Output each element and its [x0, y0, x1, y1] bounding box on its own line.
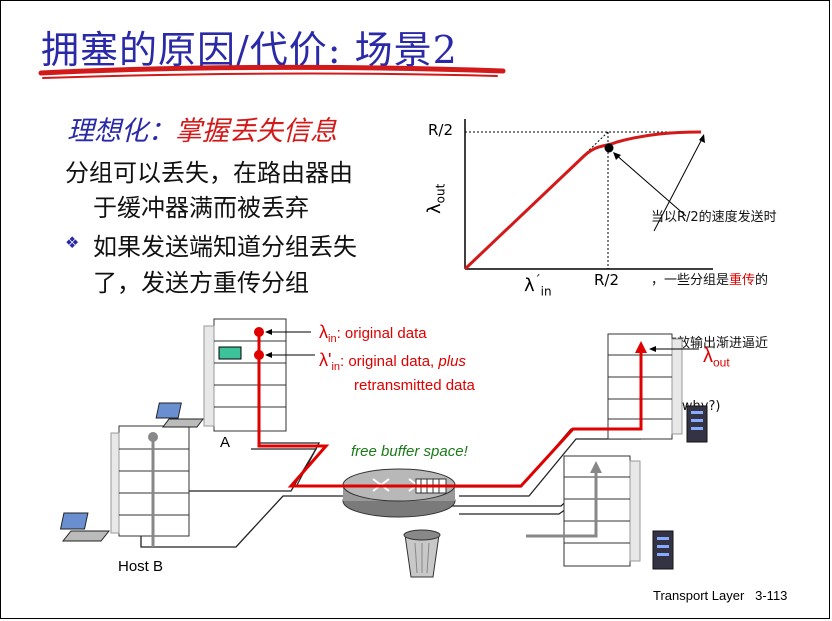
graph-throughput-curve [463, 130, 702, 271]
paragraph-line-2: 于缓冲器满而被丢弃 [93, 194, 309, 222]
graph-x-label: λ´in [524, 273, 552, 299]
router-icon [342, 468, 456, 518]
graph-operating-point [604, 143, 614, 153]
annotation-line-2-red: 重传 [729, 273, 756, 288]
lambda-in-text: : original data [336, 325, 427, 342]
footer-page: 3-113 [755, 588, 788, 603]
throughput-graph [463, 119, 713, 271]
server-icon [686, 405, 708, 443]
graph-x-label-sub: in [540, 284, 552, 299]
footer-label: Transport Layer [653, 588, 745, 603]
bullet-icon: ❖ [65, 233, 80, 252]
annotation-line-2-pre: ，一些分组是 [651, 273, 730, 288]
paragraph-line-1: 分组可以丢失，在路由器由 [65, 159, 353, 187]
bullet-line-2: 了，发送方重传分组 [93, 269, 309, 297]
bullet-line-1: 如果发送端知道分组丢失 [93, 233, 357, 261]
graph-x-tick: R/2 [594, 271, 620, 289]
lambda-out-symbol: λ [703, 345, 713, 367]
footer: Transport Layer 3-113 [653, 588, 787, 603]
subtitle: 理想化：掌握丢失信息 [67, 109, 337, 148]
annotation-arrowhead-2 [699, 134, 705, 143]
subtitle-rest: 掌握丢失信息 [175, 116, 337, 147]
laptop-icon-host-b [59, 512, 111, 542]
lambda-in-label: λin: original data [319, 322, 427, 345]
graph-x-label-main: λ [524, 275, 535, 296]
lambda-in-prime-text: : original data, [340, 353, 439, 370]
receiver-buffer-bottom [526, 455, 641, 567]
annotation-arrow [614, 153, 687, 217]
lambda-in-prime-symbol: λ' [319, 350, 332, 370]
annotation-line-2-post: 的 [755, 273, 769, 288]
lambda-in-prime-sub: in [331, 361, 340, 373]
graph-y-label-sub: out [433, 183, 448, 204]
red-data-path [254, 327, 699, 488]
lambda-in-sub: in [328, 333, 337, 345]
laptop-icon [155, 402, 204, 428]
lambda-out-sub: out [713, 355, 730, 370]
graph-y-label: λout [424, 184, 448, 214]
annotation-arrow-2 [653, 136, 704, 232]
host-a-label: A [220, 434, 231, 451]
server-icon-bottom [652, 530, 674, 570]
graph-y-label-main: λ [424, 203, 445, 214]
free-buffer-label: free buffer space! [351, 443, 468, 460]
annotation-line-2: ，一些分组是重传的 [651, 270, 777, 291]
graph-y-tick: R/2 [428, 121, 454, 139]
page-title: 拥塞的原因/代价: 场景2 [41, 28, 458, 72]
annotation-line-1: 当以R/2的速度发送时 [651, 210, 777, 225]
graph-x-label-prime: ´ [534, 273, 541, 287]
network-diagram [59, 318, 708, 578]
lambda-in-prime-plus: plus [438, 353, 466, 370]
trash-can-icon [403, 529, 441, 578]
lambda-in-prime-label: λ'in: original data, plus [319, 350, 466, 373]
host-b-label: Host B [118, 558, 164, 575]
retransmitted-label: retransmitted data [354, 377, 475, 394]
title-underline [38, 64, 506, 79]
subtitle-lead: 理想化： [67, 116, 175, 147]
host-b-buffer [110, 425, 190, 547]
host-a-buffer [203, 318, 287, 432]
annotation-arrowhead [613, 152, 621, 160]
lambda-in-symbol: λ [319, 322, 328, 342]
lambda-out-label: λout [703, 345, 730, 369]
